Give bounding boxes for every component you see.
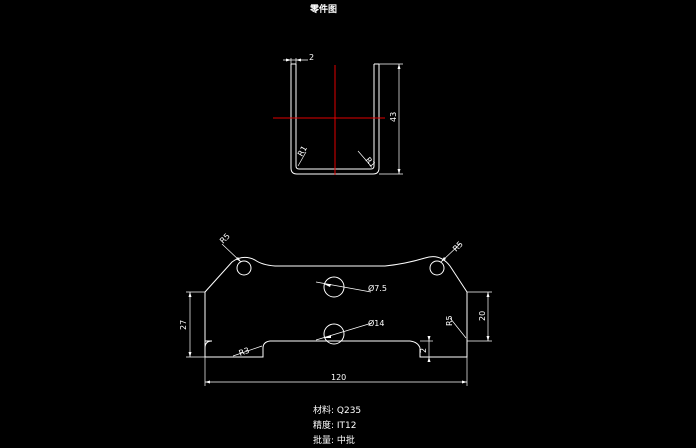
dim-left-height: 27	[179, 320, 188, 330]
plan-view-recess-left	[204, 340, 213, 349]
hole-top-right	[429, 260, 445, 276]
step-arrow-top	[427, 336, 431, 341]
technical-notes: 材料: Q235 精度: IT12 批量: 中批	[313, 404, 361, 446]
dim-hole-top-right: R5	[451, 240, 465, 254]
leader-top-left-arrow	[236, 257, 241, 262]
height-arrow-top	[397, 64, 401, 69]
note-accuracy: 精度: IT12	[313, 419, 357, 431]
width-arrow-right	[462, 380, 467, 384]
leader-right-radius	[449, 317, 467, 339]
plan-view: R5 R5 Ø7.5 Ø14 27 20 R5 R3	[179, 232, 492, 386]
note-batch: 批量: 中批	[313, 434, 355, 446]
note-material: 材料: Q235	[313, 404, 361, 416]
dim-thickness: 2	[309, 53, 314, 62]
width-arrow-left	[205, 380, 210, 384]
left-height-arrow-bottom	[188, 352, 192, 357]
hole-center-upper	[323, 276, 345, 298]
dim-overall-width: 120	[331, 373, 346, 382]
thickness-arrow-left	[286, 58, 291, 62]
leader-center-upper	[315, 281, 372, 293]
leader-top-right-arrow	[441, 257, 446, 262]
dim-radius-left: R1	[296, 144, 309, 158]
leader-bottom-left-radius	[232, 345, 263, 357]
leader-center-upper-arrow	[324, 284, 331, 287]
drawing-title: 零件图	[309, 3, 337, 15]
leader-center-lower	[315, 322, 373, 341]
dim-hole-center-lower: Ø14	[368, 318, 384, 328]
hole-center-lower	[323, 323, 345, 345]
dim-right-height: 20	[478, 311, 487, 321]
dim-hole-top-left: R5	[218, 232, 232, 246]
dim-hole-center-upper: Ø7.5	[368, 283, 387, 293]
height-arrow-bottom	[397, 169, 401, 174]
right-height-arrow-bottom	[486, 336, 490, 341]
dim-height: 43	[389, 112, 398, 122]
dim-right-radius: R5	[445, 315, 454, 326]
leader-center-lower-arrow	[324, 335, 331, 338]
plan-view-outline	[204, 256, 468, 358]
right-height-arrow-top	[486, 292, 490, 297]
thickness-arrow-right	[296, 58, 301, 62]
dim-radius-right: R1	[363, 156, 377, 170]
step-arrow-bottom	[427, 357, 431, 362]
hole-top-left	[236, 260, 252, 276]
dim-bottom-right-step: 2	[419, 348, 428, 353]
side-view: 2 43 R1 R1	[273, 53, 403, 175]
radius-left-leader	[297, 151, 307, 167]
radius-right-leader	[357, 150, 372, 167]
dim-bottom-left-radius: R3	[238, 346, 251, 358]
left-height-arrow-top	[188, 292, 192, 297]
